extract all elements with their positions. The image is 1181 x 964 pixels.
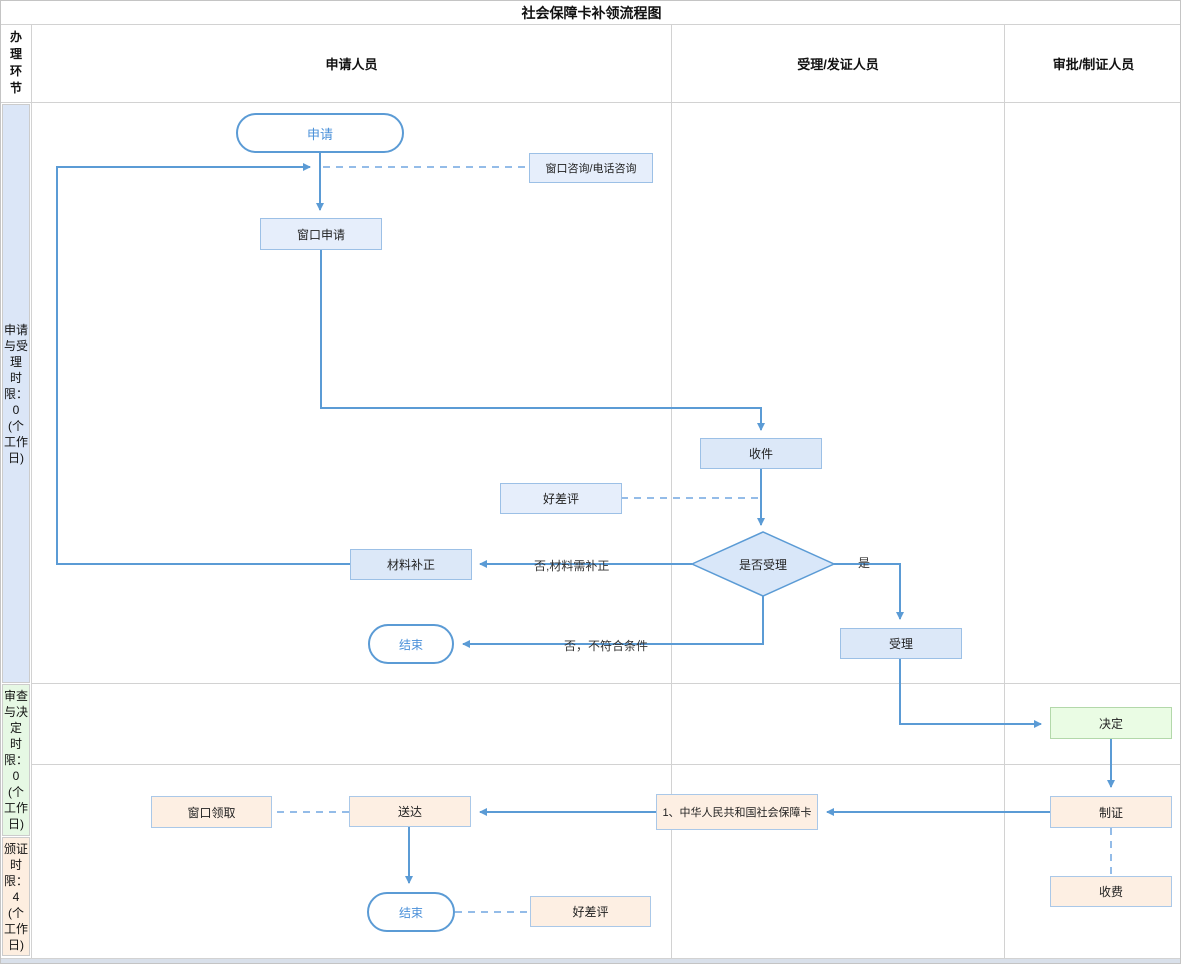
edge-label-no-reject: 否，不符合条件 [564,639,649,653]
node-deliver: 送达 [349,796,471,827]
lane-divider-1 [671,24,672,958]
lane-header-applicant: 申请人员 [325,56,378,72]
stage-cell-review-decide: 审查 与决 定 时 限： 0 (个 工作 日) [2,684,30,836]
node-review-upper: 好差评 [500,483,622,514]
row-divider-2 [31,764,1180,765]
node-end-upper: 结束 [368,624,454,664]
node-receive: 收件 [700,438,822,469]
node-decide: 决定 [1050,707,1172,739]
node-review-lower: 好差评 [530,896,651,927]
node-charge: 收费 [1050,876,1172,907]
lane-header-approver: 审批/制证人员 [1052,56,1135,72]
node-accept: 受理 [840,628,962,659]
edge-accept-decide [899,659,1042,728]
stage-label: 申请 与受 理 时 限： 0 (个 工作 日) [3,322,28,465]
title-divider [1,24,1180,25]
node-make-card: 制证 [1050,796,1172,828]
header-stage-col: 办理环节 [9,30,22,95]
node-window-consult: 窗口咨询/电话咨询 [529,153,653,183]
stage-label: 审查 与决 定 时 限： 0 (个 工作 日) [3,689,28,831]
lane-divider-2 [1004,24,1005,958]
stage-cell-apply-accept: 申请 与受 理 时 限： 0 (个 工作 日) [2,104,30,683]
node-material-fix: 材料补正 [350,549,472,580]
row-divider-1 [31,683,1180,684]
stage-label: 颁证 时 限： 4 (个 工作 日) [3,841,28,952]
node-window-apply: 窗口申请 [260,218,382,250]
bottom-strip [1,959,1180,963]
edge-windowapply-receive [320,250,765,431]
edge-label-no-fix: 否,材料需补正 [534,559,610,573]
edge-decision-accept [834,563,904,620]
page-title: 社会保障卡补领流程图 [521,4,662,21]
node-end-lower: 结束 [367,892,455,932]
header-divider [1,102,1180,103]
node-window-pickup: 窗口领取 [151,796,272,828]
bottom-divider [1,958,1180,959]
stage-cell-issue: 颁证 时 限： 4 (个 工作 日) [2,837,30,956]
node-card-result: 1、中华人民共和国社会保障卡 [656,794,818,830]
sidebar-divider [31,24,32,958]
edge-label-yes: 是 [858,556,871,570]
node-apply-start: 申请 [236,113,404,153]
node-accept-decision: 是否受理 [738,557,787,572]
lane-header-acceptor: 受理/发证人员 [797,56,879,72]
